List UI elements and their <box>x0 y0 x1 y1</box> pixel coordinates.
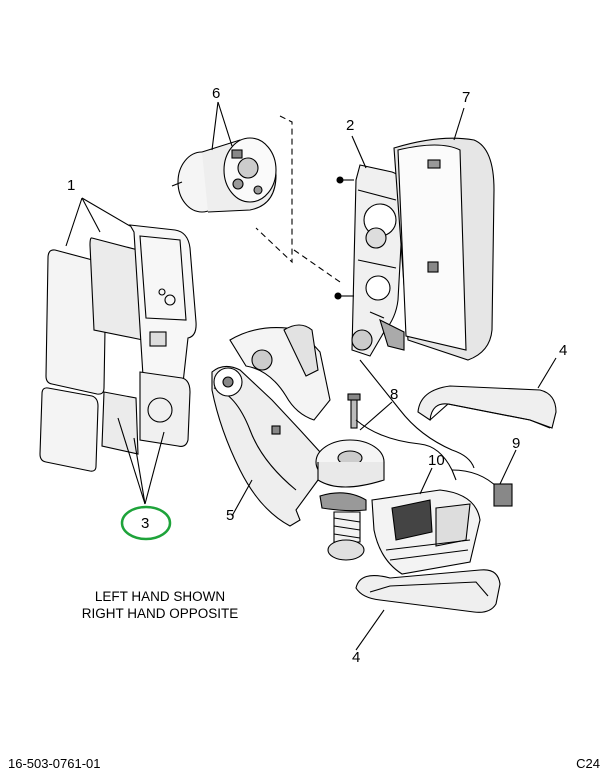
page-code: C24 <box>576 756 600 771</box>
callout-10: 10 <box>428 452 445 469</box>
callout-4-lower: 4 <box>352 649 360 666</box>
callout-6: 6 <box>212 85 220 102</box>
part-7-housing <box>393 137 495 361</box>
callout-8: 8 <box>390 386 398 403</box>
part-2-bracket <box>293 164 405 357</box>
callout-5: 5 <box>226 507 234 524</box>
part-5-arm <box>211 324 331 527</box>
part-4-scalp-lower <box>355 569 501 613</box>
callout-7: 7 <box>462 89 470 106</box>
part-4-scalp-upper <box>417 385 557 429</box>
callout-4-upper: 4 <box>559 342 567 359</box>
part-10-actuator <box>315 419 513 575</box>
callout-2: 2 <box>346 117 354 134</box>
callout-1: 1 <box>67 177 75 194</box>
callout-9: 9 <box>512 435 520 452</box>
part-6-motor <box>171 137 277 213</box>
callout-3: 3 <box>141 515 149 532</box>
part-1-mirror-glass <box>45 224 197 411</box>
part-8-bolt <box>347 393 361 429</box>
note-line-2: RIGHT HAND OPPOSITE <box>81 606 239 621</box>
note-line-1: LEFT HAND SHOWN <box>94 589 226 604</box>
highlight-circle <box>120 505 172 541</box>
part-number: 16-503-0761-01 <box>8 756 101 771</box>
orientation-note: LEFT HAND SHOWN RIGHT HAND OPPOSITE <box>60 588 260 622</box>
